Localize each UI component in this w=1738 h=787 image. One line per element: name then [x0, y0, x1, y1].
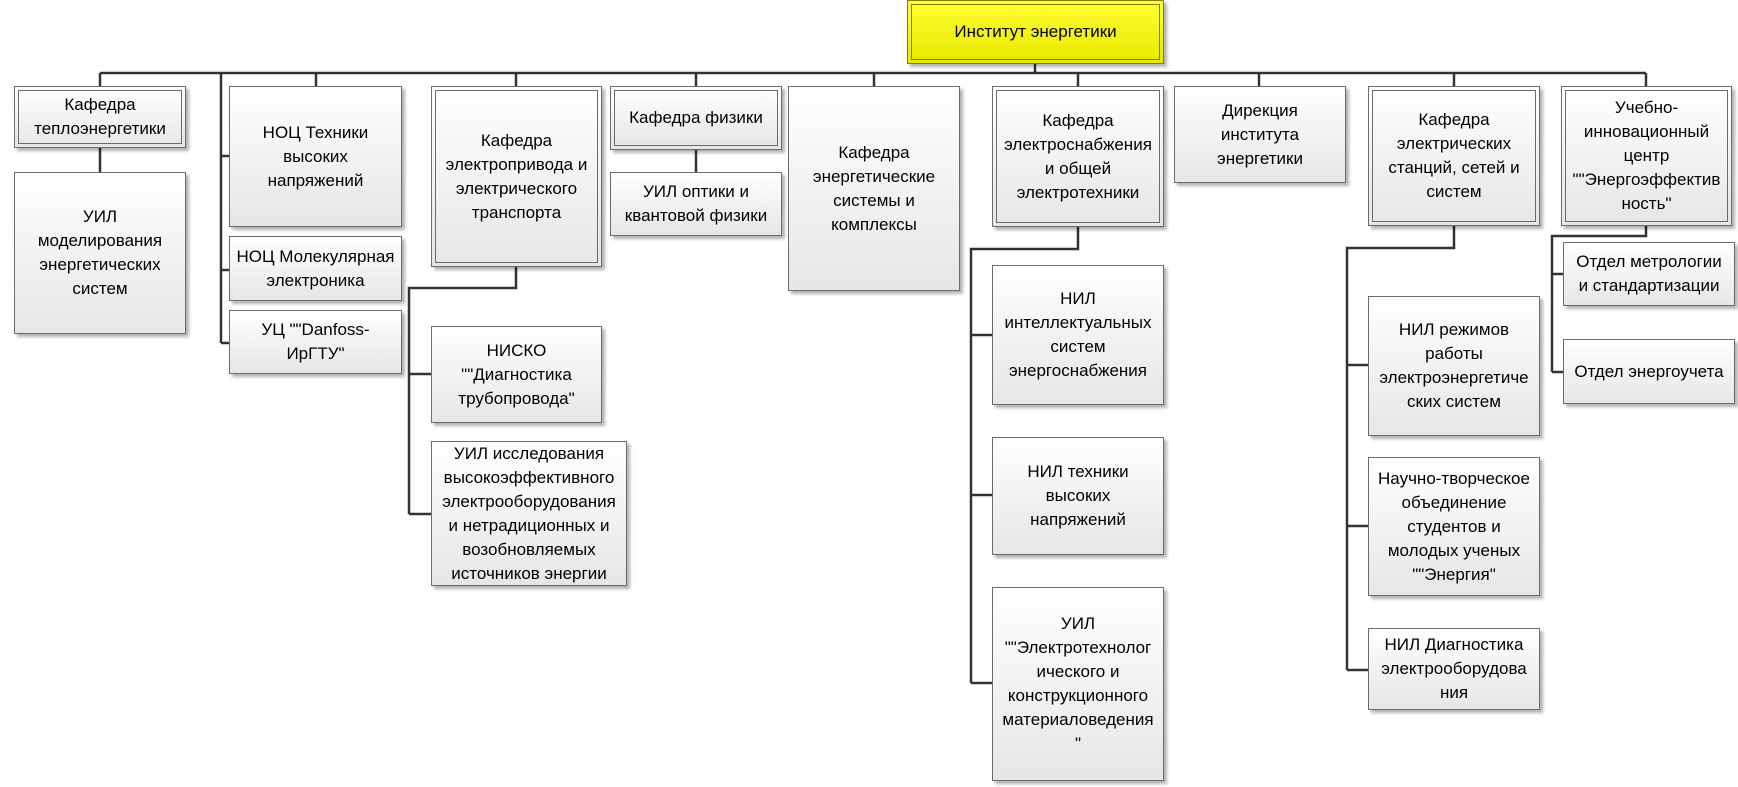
uil-optics-quantum-physics: УИЛ оптики и квантовой физики [610, 172, 782, 236]
student-scientific-association-energy: Научно-творческое объединение студентов … [1368, 457, 1540, 596]
nisko-pipeline-diagnostics: НИСКО ""Диагностика трубопровода" [431, 326, 602, 423]
dept-heat-power-engineering: Кафедра теплоэнергетики [14, 86, 186, 148]
uc-danfoss: УЦ ""Danfoss- ИрГТУ" [229, 310, 402, 374]
uil-high-efficiency-equipment-research: УИЛ исследования высокоэффективного элек… [431, 441, 627, 586]
uil-energy-systems-modeling: УИЛ моделирования энергетических систем [14, 172, 186, 334]
dept-energy-systems-complexes: Кафедра энергетические системы и комплек… [788, 86, 960, 291]
dept-power-stations-networks-systems: Кафедра электрических станций, сетей и с… [1368, 86, 1540, 226]
dept-energy-accounting: Отдел энергоучета [1563, 339, 1735, 404]
nil-power-system-modes: НИЛ режимов работы электроэнергетиче ски… [1368, 296, 1540, 436]
uil-electrotechnological-materials: УИЛ ""Электротехнолог ического и констру… [992, 587, 1164, 781]
dept-physics: Кафедра физики [610, 86, 782, 150]
dept-electric-drive-transport: Кафедра электропривода и электрического … [431, 86, 602, 267]
nil-equipment-diagnostics: НИЛ Диагностика электрооборудова ния [1368, 628, 1540, 710]
institute-directorate: Дирекция института энергетики [1174, 86, 1346, 183]
innovation-center-energy-efficiency: Учебно- инновационный центр ""Энергоэффе… [1561, 86, 1732, 226]
dept-power-supply-general-electrotechnics: Кафедра электроснабжения и общей электро… [992, 86, 1164, 227]
nil-intelligent-power-supply-systems: НИЛ интеллектуальных систем энергоснабже… [992, 265, 1164, 405]
noc-high-voltage-engineering: НОЦ Техники высоких напряжений [229, 86, 402, 227]
dept-metrology-standardization: Отдел метрологии и стандартизации [1563, 242, 1735, 306]
nil-high-voltage-engineering: НИЛ техники высоких напряжений [992, 437, 1164, 555]
noc-molecular-electronics: НОЦ Молекулярная электроника [229, 236, 402, 301]
root-institute-of-energy: Институт энергетики [907, 0, 1164, 64]
